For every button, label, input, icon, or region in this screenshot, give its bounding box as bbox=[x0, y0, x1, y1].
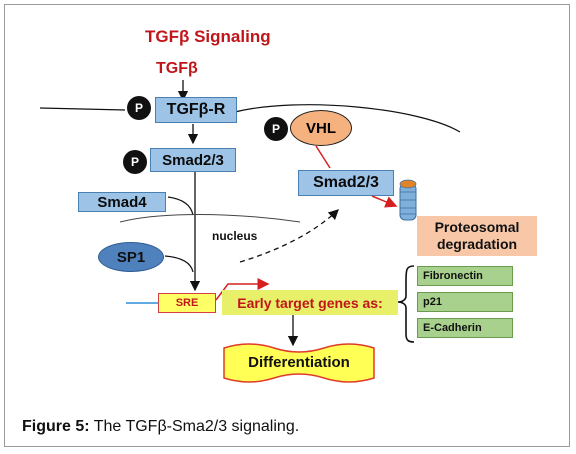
sp1-ellipse: SP1 bbox=[98, 242, 164, 272]
gene-fibronectin: Fibronectin bbox=[417, 266, 513, 286]
nucleus-label: nucleus bbox=[212, 229, 258, 243]
caption-text: The TGFβ-Sma2/3 signaling. bbox=[89, 418, 300, 435]
diagram-title: TGFβ Signaling bbox=[145, 27, 271, 46]
figure-caption: Figure 5: The TGFβ-Sma2/3 signaling. bbox=[22, 418, 299, 436]
phospho-receptor-icon: P bbox=[127, 96, 151, 120]
vhl-ellipse: VHL bbox=[290, 110, 352, 146]
smad23-box: Smad2/3 bbox=[150, 148, 236, 172]
phospho-smad23-icon: P bbox=[123, 150, 147, 174]
cytoplasmic-smad23-box: Smad2/3 bbox=[298, 170, 394, 196]
proteosomal-line-2: degradation bbox=[436, 236, 518, 252]
cell-membrane-curve bbox=[234, 104, 461, 133]
proteosomal-degradation-box: Proteosomal degradation bbox=[417, 216, 537, 256]
gene-e-cadherin: E-Cadherin bbox=[417, 318, 513, 338]
tgfb-receptor-box: TGFβ-R bbox=[155, 97, 237, 123]
early-target-genes-label: Early target genes as: bbox=[222, 290, 398, 315]
sre-box: SRE bbox=[158, 293, 216, 313]
nuclear-membrane-curve bbox=[119, 214, 301, 223]
differentiation-banner bbox=[223, 343, 375, 383]
proteosomal-line-1: Proteosomal bbox=[434, 219, 520, 235]
caption-label: Figure 5: bbox=[22, 418, 90, 435]
smad4-box: Smad4 bbox=[78, 192, 166, 212]
tgfb-ligand-label: TGFβ bbox=[156, 60, 198, 77]
gene-p21: p21 bbox=[417, 292, 513, 312]
phospho-vhl-icon: P bbox=[264, 117, 288, 141]
proteasome-icon bbox=[399, 179, 417, 221]
differentiation-label: Differentiation bbox=[248, 354, 350, 371]
cell-membrane-line bbox=[39, 107, 126, 111]
gene-list-bracket bbox=[397, 265, 415, 343]
